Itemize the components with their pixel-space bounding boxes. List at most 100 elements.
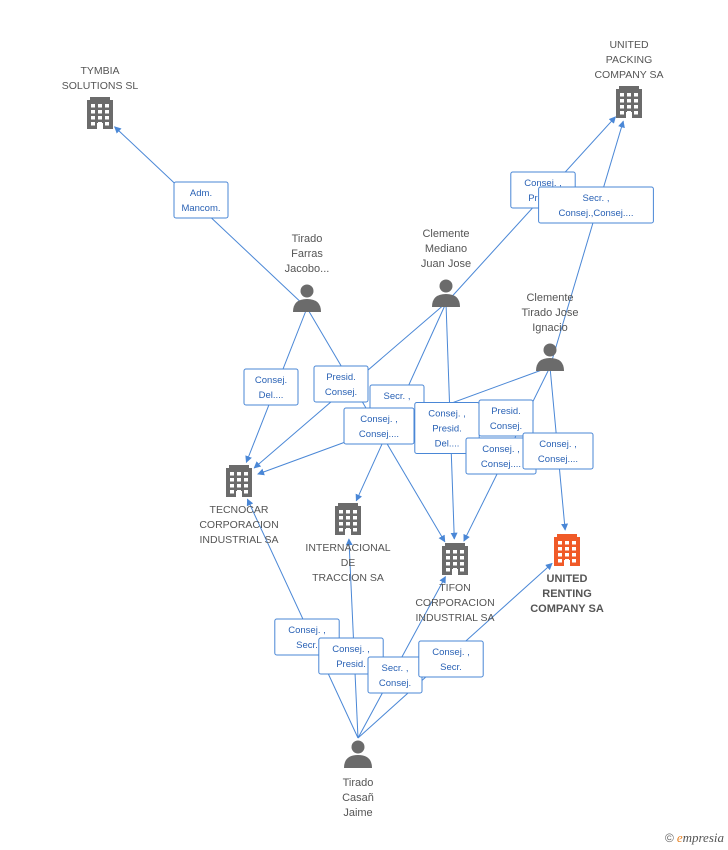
relation-label-clemente-tirado-to-united-renting[interactable]: Consej. , Consej.... bbox=[522, 432, 594, 470]
node-label-line: INDUSTRIAL SA bbox=[416, 612, 495, 624]
relation-label-text: Presid. bbox=[326, 372, 356, 383]
node-label-line: INDUSTRIAL SA bbox=[200, 534, 279, 546]
node-label-line: CORPORACION bbox=[199, 519, 278, 531]
relation-label-text: Consej.... bbox=[538, 454, 578, 465]
node-label-line: Tirado Jose bbox=[521, 307, 578, 319]
relation-label-tirado-farras-to-tecnocar[interactable]: Consej. Del.... bbox=[243, 368, 299, 406]
node-label-line: COMPANY SA bbox=[530, 603, 604, 615]
relation-label-box bbox=[418, 640, 484, 678]
node-label-line: COMPANY SA bbox=[594, 69, 663, 81]
relation-label-text: Del.... bbox=[435, 439, 460, 450]
relation-label-tirado-casan-to-internacional[interactable]: Consej. , Presid. bbox=[318, 637, 384, 675]
relation-edge bbox=[549, 120, 625, 368]
building-icon bbox=[442, 543, 468, 575]
relation-label-clemente-mediano-to-tecnocar[interactable]: Presid.Consej. bbox=[313, 365, 369, 403]
node-label-line: Jaime bbox=[343, 807, 372, 819]
relation-label-text: Secr. , bbox=[583, 193, 610, 204]
node-label-line: INTERNACIONAL bbox=[305, 542, 390, 554]
relation-edge bbox=[445, 116, 617, 304]
relation-label-box bbox=[522, 432, 594, 470]
relation-label-clemente-tirado-to-united-packing[interactable]: Secr. , Consej.,Consej.... bbox=[538, 186, 654, 224]
node-label-line: SOLUTIONS SL bbox=[62, 80, 139, 92]
relation-label-text: Consej. , bbox=[332, 644, 370, 655]
relation-label-text: Secr. , bbox=[382, 663, 409, 674]
relation-label-clemente-mediano-to-internacional[interactable]: Consej. , Consej.... bbox=[343, 407, 415, 445]
building-icon bbox=[87, 97, 113, 129]
relation-label-text: Adm. bbox=[190, 188, 212, 199]
relation-label-text: Presid. bbox=[432, 424, 462, 435]
relation-label-text: Consej. bbox=[255, 375, 287, 386]
relation-label-box bbox=[313, 365, 369, 403]
empresia-logo[interactable]: empresia bbox=[677, 830, 724, 846]
building-icon bbox=[335, 503, 361, 535]
node-label-line: CORPORACION bbox=[415, 597, 494, 609]
brand-rest: mpresia bbox=[682, 830, 724, 845]
node-label-line: PACKING bbox=[606, 54, 652, 66]
relation-label-tirado-farras-to-tymbia[interactable]: Adm.Mancom. bbox=[173, 181, 229, 219]
node-label-line: RENTING bbox=[542, 588, 592, 600]
relation-label-text: Consej. bbox=[490, 421, 522, 432]
node-label-line: TECNOCAR bbox=[210, 504, 269, 516]
nodes-layer: TYMBIA SOLUTIONS SL UNITED PACKING COMPANY S… bbox=[62, 39, 664, 819]
node-label-line: Jacobo... bbox=[285, 263, 330, 275]
relation-label-text: Secr. bbox=[440, 662, 462, 673]
brand-initial: e bbox=[676, 830, 683, 845]
node-label-line: UNITED bbox=[609, 39, 649, 51]
relation-label-text: Presid. bbox=[336, 659, 366, 670]
node-label-line: Ignacio bbox=[532, 322, 567, 334]
relation-label-text: Consej. bbox=[379, 678, 411, 689]
relation-label-text: Consej. , bbox=[428, 409, 466, 420]
copyright-symbol: © bbox=[664, 831, 674, 845]
relation-label-text: Presid. bbox=[491, 406, 521, 417]
person-icon bbox=[432, 279, 460, 307]
building-icon bbox=[554, 534, 580, 566]
relation-label-text: Consej. , bbox=[482, 444, 520, 455]
relation-label-text: Consej.,Consej.... bbox=[559, 208, 634, 219]
building-icon bbox=[616, 86, 642, 118]
relation-label-clemente-mediano-to-tifon[interactable]: Presid. Consej. bbox=[478, 399, 534, 437]
relation-label-box bbox=[478, 399, 534, 437]
node-label-line: Clemente bbox=[422, 228, 469, 240]
person-icon bbox=[293, 284, 321, 312]
relation-label-box bbox=[538, 186, 654, 224]
relation-label-text: Consej. , bbox=[524, 178, 562, 189]
person-node-tirado-farras[interactable]: TiradoFarrasJacobo... bbox=[285, 233, 330, 312]
node-label-line: TIFON bbox=[439, 582, 471, 594]
relation-labels-layer: Adm.Mancom.Consej. ,Presid.Secr. ,Consej… bbox=[173, 171, 654, 694]
node-label-line: Casañ bbox=[342, 792, 374, 804]
building-icon bbox=[226, 465, 252, 497]
relation-label-text: Consej. , bbox=[539, 439, 577, 450]
relation-label-text: Consej. , bbox=[288, 625, 326, 636]
relation-label-text: Secr. , bbox=[384, 391, 411, 402]
relation-label-text: Consej.... bbox=[359, 429, 399, 440]
node-label-line: Clemente bbox=[526, 292, 573, 304]
company-node-united-renting[interactable]: UNITED RENTING COMPANY SA bbox=[530, 534, 604, 615]
node-label-line: Tirado bbox=[292, 233, 323, 245]
relation-label-tirado-casan-to-united-renting[interactable]: Consej. ,Secr. bbox=[418, 640, 484, 678]
relation-label-box bbox=[343, 407, 415, 445]
relation-label-box bbox=[173, 181, 229, 219]
person-icon bbox=[536, 343, 564, 371]
node-label-line: Tirado bbox=[343, 777, 374, 789]
company-node-tymbia[interactable]: TYMBIA SOLUTIONS SL bbox=[62, 65, 139, 129]
relation-label-text: Consej. , bbox=[360, 414, 398, 425]
relation-label-text: Secr. bbox=[296, 640, 318, 651]
node-label-line: DE bbox=[341, 557, 356, 569]
relation-label-tirado-casan-to-tifon[interactable]: Secr. , Consej. bbox=[367, 656, 423, 694]
relation-label-text: Del.... bbox=[259, 390, 284, 401]
relation-label-text: Consej.... bbox=[481, 459, 521, 470]
node-label-line: UNITED bbox=[547, 573, 588, 585]
footer-copyright: © empresia bbox=[665, 830, 724, 846]
node-label-line: TYMBIA bbox=[80, 65, 119, 77]
node-label-line: Mediano bbox=[425, 243, 467, 255]
company-node-united-packing[interactable]: UNITED PACKING COMPANY SA bbox=[594, 39, 664, 118]
node-label-line: Juan Jose bbox=[421, 258, 471, 270]
person-icon bbox=[344, 740, 372, 768]
company-node-tecnocar[interactable]: TECNOCAR CORPORACION INDUSTRIAL SA bbox=[199, 465, 279, 546]
company-node-tifon[interactable]: TIFON CORPORACION INDUSTRIAL SA bbox=[415, 543, 495, 624]
